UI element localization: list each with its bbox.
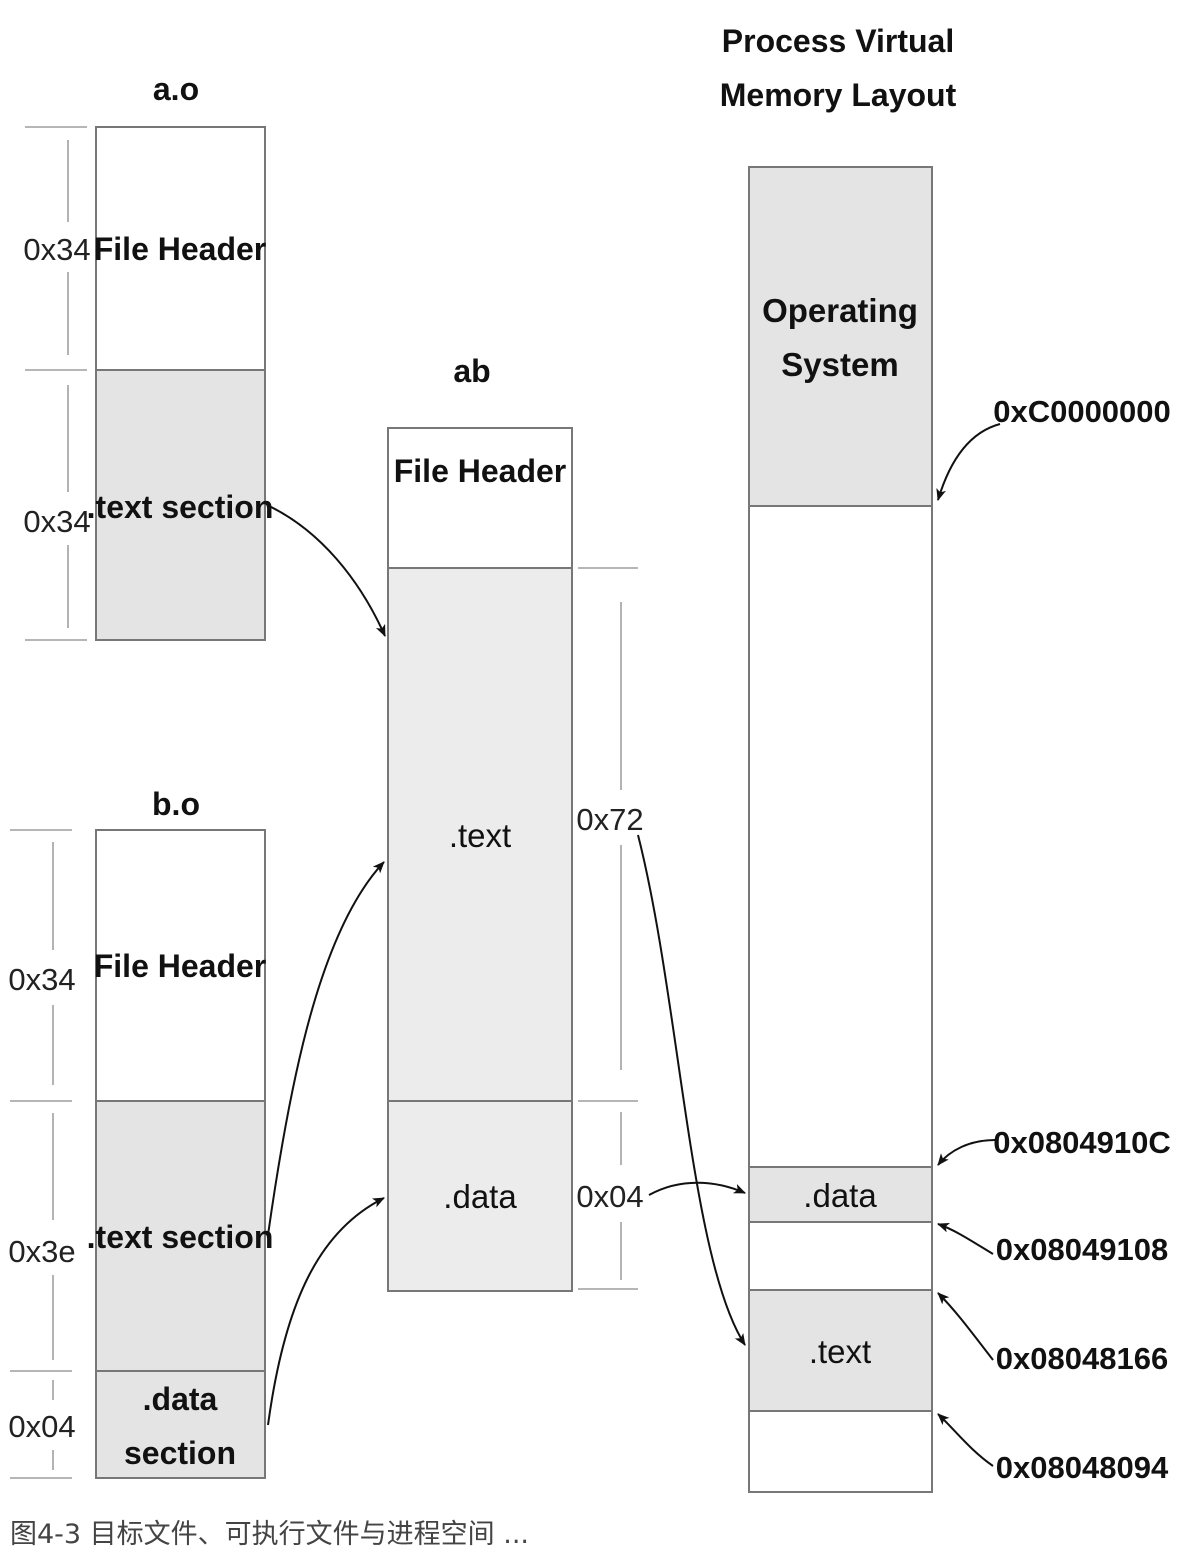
addr-data-start: 0x08049108 (996, 1232, 1168, 1267)
addr-text-start: 0x08048094 (996, 1450, 1169, 1485)
ab-text-box (387, 567, 573, 1102)
a-o-text-size: 0x34 (23, 504, 90, 539)
ab-text-to-vm-text-arrow (637, 834, 746, 1346)
process-virtual-memory: Process Virtual Memory Layout Operating … (720, 23, 1171, 1493)
ab-text-size: 0x72 (576, 802, 643, 837)
addr-text-end: 0x08048166 (996, 1341, 1168, 1376)
addr-os-start: 0xC0000000 (993, 394, 1171, 429)
b-o-file: b.o 0x34 0x3e 0x04 File Header .text sec… (8, 786, 274, 1479)
b-o-data-to-ab-data-arrow (267, 1197, 385, 1426)
b-o-text-size: 0x3e (8, 1234, 75, 1269)
ab-data-box (387, 1100, 573, 1292)
ab-file-header-box (387, 427, 573, 569)
vm-text-label: .text (809, 1333, 871, 1370)
addr-text-end-arrow (937, 1292, 994, 1361)
b-o-data-section-label-line2: section (124, 1435, 236, 1471)
b-o-file-header-box (95, 829, 266, 1102)
a-o-title: a.o (153, 71, 199, 107)
b-o-data-section-box (95, 1370, 266, 1479)
a-o-file: a.o 0x34 0x34 File Header .text section (23, 71, 274, 641)
addr-data-end: 0x0804910C (993, 1125, 1171, 1160)
addr-data-end-arrow (937, 1139, 996, 1166)
b-o-file-header-label: File Header (94, 948, 267, 984)
ab-title: ab (453, 353, 490, 389)
ab-data-to-vm-data-arrow (648, 1181, 746, 1196)
a-o-header-size: 0x34 (23, 232, 90, 267)
a-o-text-section-label: .text section (87, 489, 274, 525)
ab-data-label: .data (443, 1178, 517, 1215)
a-o-file-header-label: File Header (94, 231, 267, 267)
b-o-data-section-label-line1: .data (143, 1381, 218, 1417)
ab-executable: ab File Header .text .data 0x72 0x04 (387, 353, 644, 1292)
ab-file-header-label: File Header (394, 453, 567, 489)
a-o-text-section-box (95, 369, 266, 641)
a-o-text-to-ab-text-arrow (266, 504, 386, 637)
addr-data-start-arrow (937, 1222, 994, 1255)
addr-text-start-arrow (937, 1413, 994, 1467)
vm-data-label: .data (803, 1177, 877, 1214)
b-o-text-to-ab-text-arrow (267, 861, 385, 1236)
b-o-title: b.o (152, 786, 200, 822)
ab-text-label: .text (449, 817, 511, 854)
vm-text-region (748, 1289, 933, 1412)
vm-os-label-line1: Operating (762, 292, 918, 329)
vm-title-line2: Memory Layout (720, 77, 957, 113)
figure-caption: 图4-3 目标文件、可执行文件与进程空间 ... (10, 1519, 530, 1550)
addr-os-arrow (936, 423, 1001, 501)
ab-data-size: 0x04 (576, 1179, 643, 1214)
b-o-text-section-label: .text section (87, 1219, 274, 1255)
vm-os-label-line2: System (781, 346, 898, 383)
b-o-data-size: 0x04 (8, 1409, 75, 1444)
vm-title-line1: Process Virtual (722, 23, 954, 59)
vm-os-region (748, 166, 933, 507)
b-o-header-size: 0x34 (8, 962, 75, 997)
b-o-text-section-box (95, 1100, 266, 1372)
vm-data-region (748, 1166, 933, 1223)
